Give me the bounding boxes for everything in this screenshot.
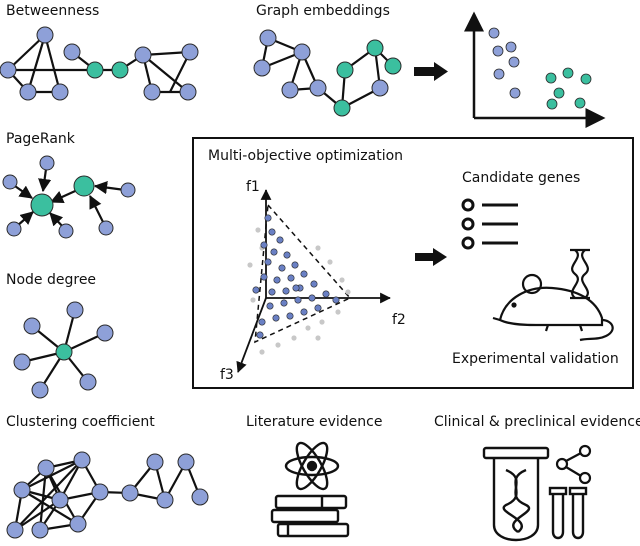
literature-evidence-label: Literature evidence <box>246 414 383 430</box>
mouse-dna-icon <box>492 248 614 342</box>
betweenness-nodes <box>0 26 199 101</box>
axis-f3-label: f3 <box>220 367 234 383</box>
candidate-genes-label: Candidate genes <box>462 170 581 186</box>
multi-objective-label: Multi-objective optimization <box>208 148 404 164</box>
gene-list-icon <box>461 198 518 250</box>
clustering-nodes <box>6 451 209 539</box>
axis-f2-label: f2 <box>392 312 406 328</box>
embeddings-nodes <box>253 29 402 117</box>
atom-books-icon <box>270 441 350 538</box>
multi-objective-panel <box>192 137 634 389</box>
experimental-validation-label: Experimental validation <box>452 351 619 367</box>
pareto-3d-plot <box>236 189 391 373</box>
node-degree-nodes <box>13 301 114 399</box>
pagerank-label: PageRank <box>6 131 75 147</box>
clinical-evidence-label: Clinical & preclinical evidence <box>434 414 640 430</box>
share-icon <box>555 444 592 485</box>
clustering-coefficient-label: Clustering coefficient <box>6 414 155 430</box>
arrow-icon <box>414 62 448 81</box>
graph-embeddings-label: Graph embeddings <box>256 3 390 19</box>
embedding-scatter <box>464 11 606 128</box>
test-tube-dna-icon <box>482 446 588 542</box>
node-degree-label: Node degree <box>6 272 97 288</box>
axis-f1-label: f1 <box>246 179 260 195</box>
pagerank-nodes <box>2 155 136 239</box>
candidate-arrow-icon <box>415 248 447 266</box>
pagerank-graph <box>11 168 126 229</box>
betweenness-label: Betweenness <box>6 3 100 19</box>
